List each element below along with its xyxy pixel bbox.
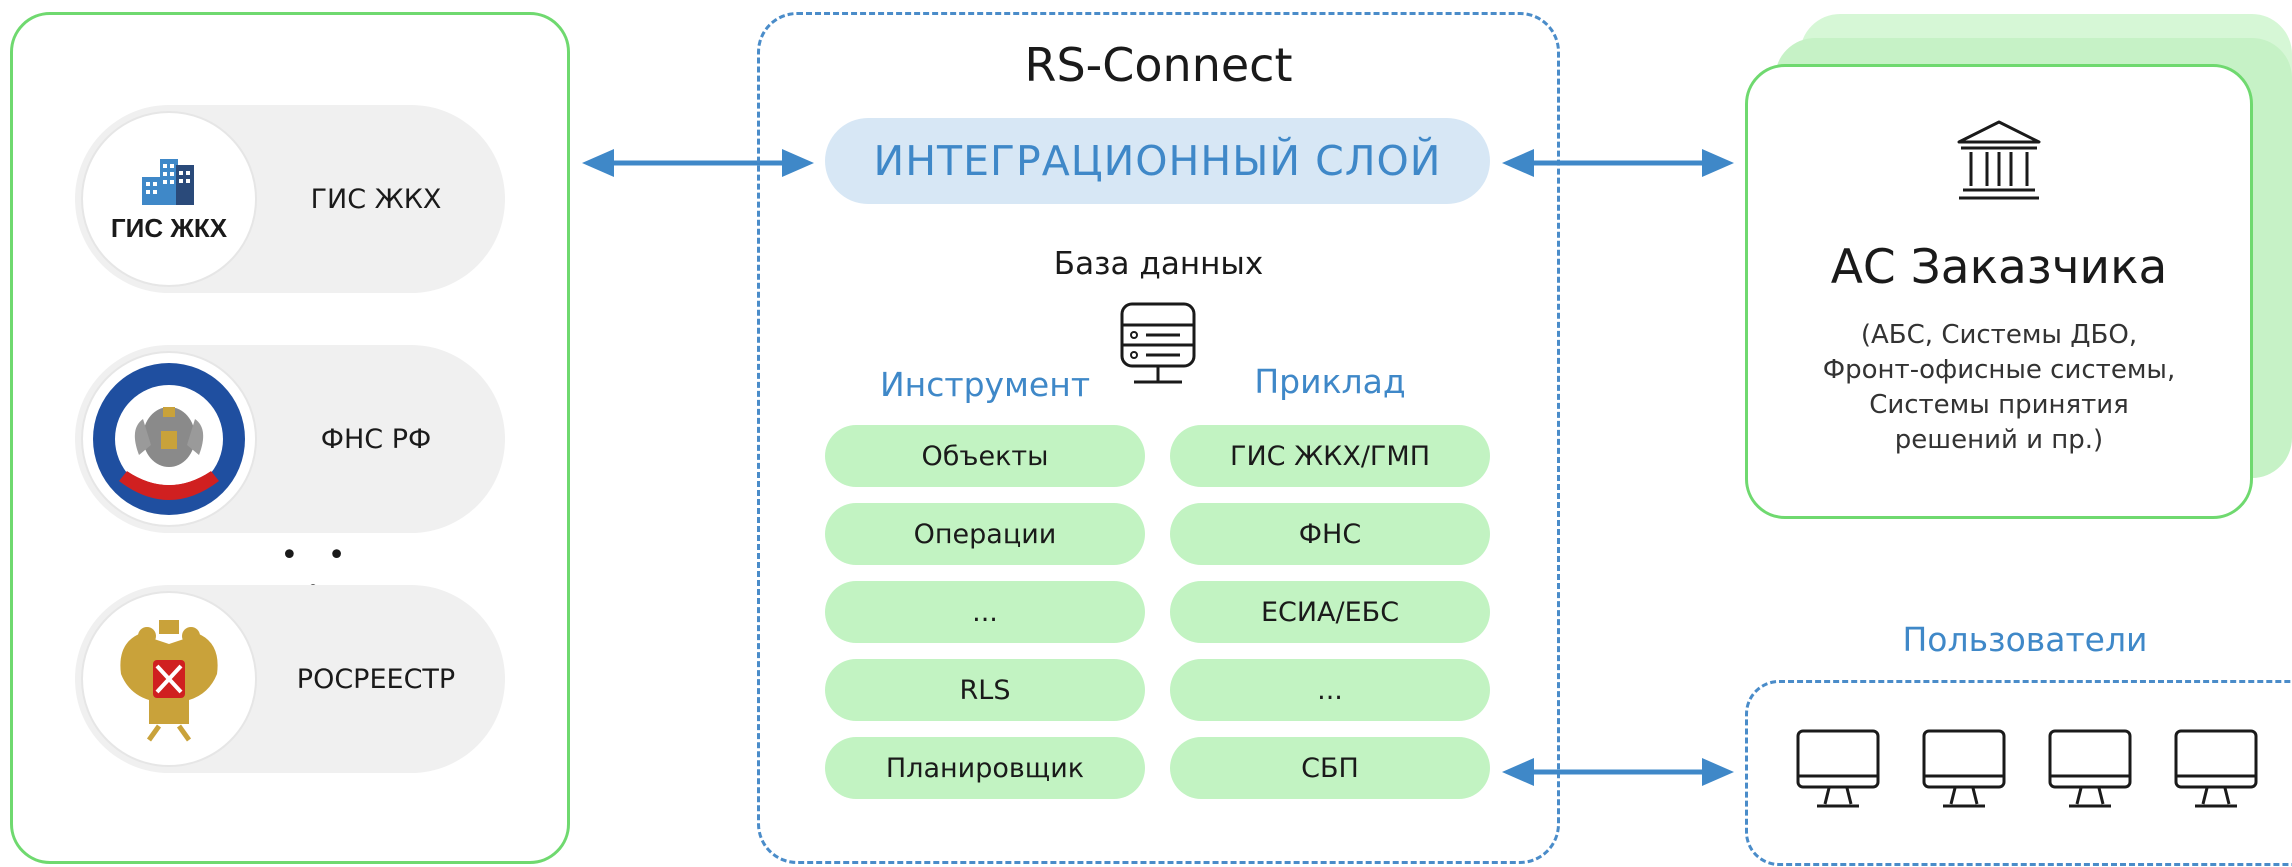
double-headed-eagle-icon — [120, 620, 218, 742]
tool-item: Объекты — [825, 425, 1145, 487]
external-system-label: ФНС РФ — [320, 423, 432, 455]
building-icon — [142, 158, 194, 205]
fns-emblem-icon — [93, 363, 245, 515]
external-system-rosreestr: РОСРЕЕСТР — [75, 585, 505, 773]
tool-item: Планировщик — [825, 737, 1145, 799]
external-systems-panel — [10, 12, 570, 864]
application-item: ЕСИА/ЕБС — [1170, 581, 1490, 643]
more-systems-ellipsis: • • • — [280, 538, 356, 608]
bidirectional-arrow-customer — [1502, 149, 1734, 177]
tool-item: RLS — [825, 659, 1145, 721]
tool-item: ... — [825, 581, 1145, 643]
monitor-icon — [2174, 729, 2258, 808]
description-line: Системы принятия — [1869, 390, 2129, 420]
monitor-icon — [2048, 729, 2132, 808]
application-item: СБП — [1170, 737, 1490, 799]
rs-connect-title: RS-Connect — [1024, 38, 1293, 92]
users-box — [1745, 680, 2292, 866]
tool-column-heading: Инструмент — [879, 365, 1091, 404]
monitor-icon — [1796, 729, 1880, 808]
database-server-icon — [1120, 302, 1196, 384]
bidirectional-arrow-left — [582, 149, 814, 177]
application-column-heading: Приклад — [1254, 362, 1406, 401]
application-item: ФНС — [1170, 503, 1490, 565]
external-system-label: ГИС ЖКХ — [310, 183, 442, 215]
gis-zhkh-logo-text: ГИС ЖКХ — [110, 212, 228, 243]
monitor-icon — [1922, 729, 2006, 808]
description-line: решений и пр.) — [1894, 425, 2104, 455]
integration-layer: ИНТЕГРАЦИОННЫЙ СЛОЙ — [825, 118, 1490, 204]
customer-system-description: (АБС, Системы ДБО, Фронт-офисные системы… — [1745, 318, 2253, 458]
external-system-label: РОСРЕЕСТР — [296, 663, 456, 695]
database-label: База данных — [1053, 246, 1264, 282]
tool-item: Операции — [825, 503, 1145, 565]
customer-system-box — [1745, 64, 2253, 519]
description-line: Фронт-офисные системы, — [1822, 355, 2176, 385]
application-item: ГИС ЖКХ/ГМП — [1170, 425, 1490, 487]
users-title: Пользователи — [1902, 620, 2148, 659]
application-item: ... — [1170, 659, 1490, 721]
user-monitors — [1795, 728, 2259, 812]
customer-system-title: АС Заказчика — [1830, 240, 2168, 295]
description-line: (АБС, Системы ДБО, — [1860, 320, 2138, 350]
external-system-fns: ФНС РФ — [75, 345, 505, 533]
fns-emblem — [81, 351, 257, 527]
bidirectional-arrow-users — [1502, 758, 1734, 786]
rosreestr-emblem — [81, 591, 257, 767]
external-system-gis-zhkh: ГИС ЖКХ ГИС ЖКХ — [75, 105, 505, 293]
gis-zhkh-logo: ГИС ЖКХ — [81, 111, 257, 287]
rs-connect-panel — [757, 12, 1560, 864]
bank-building-icon — [1957, 120, 2041, 200]
